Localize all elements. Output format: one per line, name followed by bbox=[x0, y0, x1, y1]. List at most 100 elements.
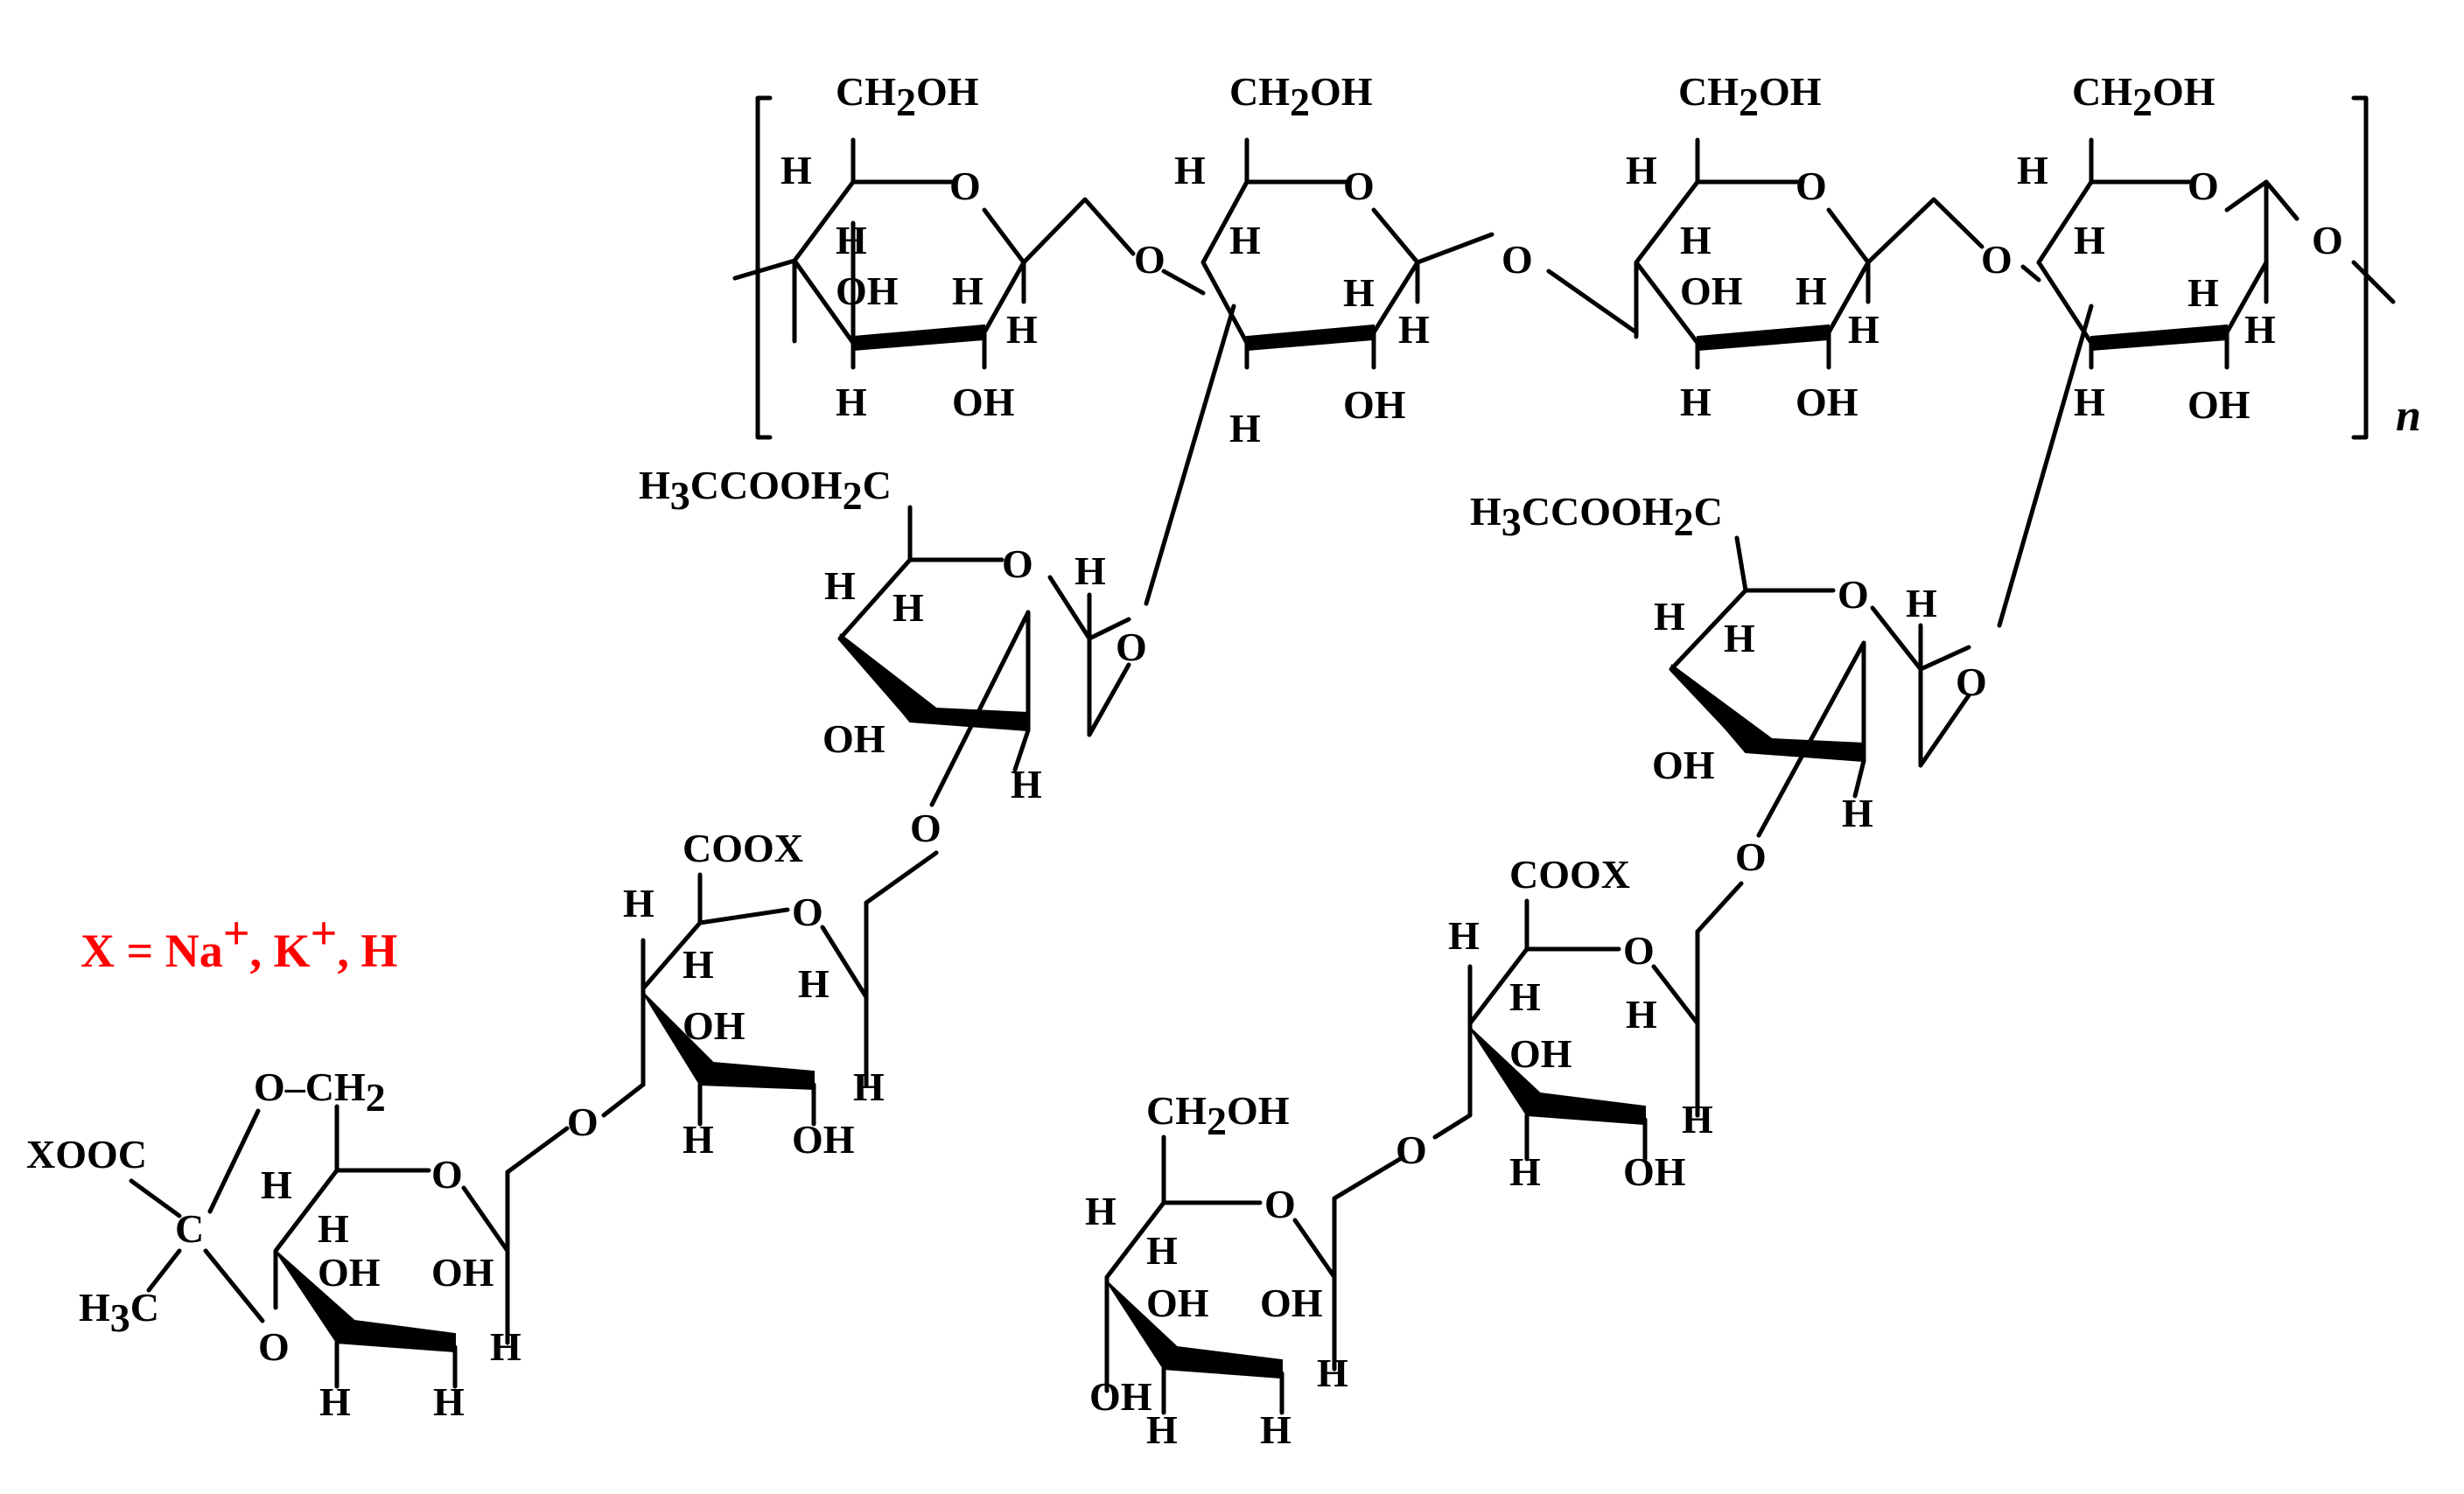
ring-hydrogen: H bbox=[1229, 406, 1261, 450]
ring-hydrogen: H bbox=[1680, 218, 1712, 262]
glycosidic-oxygen: O bbox=[1134, 237, 1166, 282]
ch2oh-label-3: CH2OH bbox=[1678, 69, 1822, 124]
ring-hydroxyl: OH bbox=[1680, 269, 1743, 313]
ring-hydrogen: H bbox=[1626, 148, 1657, 192]
ring-hydroxyl: OH bbox=[1089, 1374, 1152, 1419]
glycosidic-bond bbox=[1332, 1156, 1403, 1201]
carboxylate-label-2: COOX bbox=[1509, 852, 1630, 897]
ketal-oxygen: O bbox=[258, 1324, 290, 1369]
acetyl-group-label-2: H3CCOOH2C bbox=[1470, 489, 1723, 544]
backbone-ring-4 bbox=[2036, 137, 2396, 370]
ring-hydrogen: H bbox=[1654, 594, 1685, 639]
ring-hydrogen: H bbox=[798, 961, 830, 1006]
side-ring-glucuronate-1 bbox=[601, 872, 869, 1127]
glycosidic-bond bbox=[1021, 197, 1136, 265]
ch2oh-label-5: CH2OH bbox=[1146, 1088, 1290, 1143]
ring-hydroxyl: OH bbox=[792, 1117, 855, 1162]
ketal-och2-label: O–CH2 bbox=[254, 1065, 386, 1120]
ring-hydrogen: H bbox=[1842, 791, 1873, 835]
ring-hydrogen: H bbox=[824, 563, 856, 608]
repeat-count-label: n bbox=[2396, 391, 2421, 441]
ring-hydrogen: H bbox=[682, 1117, 714, 1162]
ring-hydroxyl: OH bbox=[952, 380, 1015, 424]
ring-hydrogen: H bbox=[1146, 1407, 1178, 1452]
glycosidic-bond bbox=[864, 850, 939, 905]
glycosidic-oxygen: O bbox=[1502, 237, 1533, 282]
ring-oxygen: O bbox=[431, 1152, 463, 1197]
repeat-bracket-left bbox=[755, 95, 773, 440]
glycosidic-bond bbox=[1866, 197, 2041, 283]
ring-hydrogen: H bbox=[2074, 380, 2105, 424]
ring-hydroxyl: OH bbox=[1146, 1281, 1209, 1325]
side-ring-glucuronate-2 bbox=[1432, 898, 1700, 1162]
ring-hydrogen: H bbox=[1448, 913, 1480, 958]
backbone-ring-3 bbox=[1634, 137, 1871, 370]
ring-hydrogen: H bbox=[2017, 148, 2048, 192]
ring-oxygen: O bbox=[792, 890, 823, 934]
glycosidic-oxygen: O bbox=[1981, 237, 2012, 282]
ring-hydroxyl: OH bbox=[1623, 1149, 1686, 1194]
ring-hydrogen: H bbox=[836, 218, 867, 262]
ring-hydrogen: H bbox=[319, 1379, 351, 1424]
ring-hydroxyl: OH bbox=[836, 269, 899, 313]
ring-oxygen: O bbox=[1796, 164, 1827, 208]
ring-hydroxyl: OH bbox=[1343, 382, 1406, 427]
branch-bond bbox=[1144, 304, 1236, 606]
ring-hydrogen: H bbox=[2244, 307, 2276, 352]
glycosidic-bond bbox=[1161, 269, 1206, 296]
ring-oxygen: O bbox=[949, 164, 981, 208]
ring-hydrogen: H bbox=[1229, 218, 1261, 262]
ring-oxygen: O bbox=[1002, 541, 1033, 586]
glycosidic-oxygen: O bbox=[1735, 834, 1767, 879]
branch-bond bbox=[1997, 304, 2094, 628]
ring-hydrogen: H bbox=[1260, 1407, 1292, 1452]
ring-hydrogen: H bbox=[1906, 581, 1937, 625]
ring-hydroxyl: OH bbox=[2188, 382, 2250, 427]
ring-hydrogen: H bbox=[1626, 992, 1657, 1037]
ring-hydrogen: H bbox=[952, 269, 984, 313]
ring-oxygen: O bbox=[1838, 572, 1869, 617]
ring-hydrogen: H bbox=[1680, 380, 1712, 424]
glycosidic-oxygen: O bbox=[1956, 660, 1987, 704]
ring-hydroxyl: OH bbox=[1260, 1281, 1323, 1325]
ring-hydrogen: H bbox=[490, 1324, 522, 1369]
glycosidic-bond bbox=[1695, 881, 1744, 934]
substituent-legend: X = Na+, K+, H bbox=[80, 907, 397, 977]
side-ring-terminal-glucose bbox=[1104, 1134, 1337, 1415]
ring-oxygen: O bbox=[2188, 164, 2219, 208]
ring-hydrogen: H bbox=[1509, 974, 1541, 1019]
ring-hydrogen: H bbox=[1509, 1149, 1541, 1194]
glycosidic-oxygen: O bbox=[1116, 625, 1147, 669]
ch2oh-label-1: CH2OH bbox=[836, 69, 979, 124]
ring-hydrogen: H bbox=[1848, 307, 1880, 352]
ring-hydrogen: H bbox=[892, 585, 924, 630]
ring-hydrogen: H bbox=[1682, 1097, 1713, 1141]
ketal-carbon: C bbox=[175, 1206, 204, 1251]
ring-hydrogen: H bbox=[433, 1379, 465, 1424]
side-ring-pyruvate bbox=[129, 1104, 510, 1389]
ring-hydrogen: H bbox=[2074, 218, 2105, 262]
ring-oxygen: O bbox=[1343, 164, 1375, 208]
xooc-label: XOOC bbox=[26, 1132, 147, 1176]
glycosidic-oxygen: O bbox=[567, 1100, 598, 1144]
ring-hydrogen: H bbox=[1146, 1228, 1178, 1273]
ring-hydrogen: H bbox=[1343, 270, 1375, 315]
branch-bond bbox=[929, 610, 1031, 807]
glycosidic-bond bbox=[1415, 232, 1639, 335]
ring-hydroxyl: OH bbox=[682, 1003, 746, 1048]
ring-hydroxyl: OH bbox=[1509, 1031, 1572, 1076]
ring-hydrogen: H bbox=[623, 881, 654, 925]
ring-hydrogen: H bbox=[2188, 270, 2219, 315]
glycosidic-oxygen: O bbox=[910, 806, 942, 850]
ring-hydroxyl: OH bbox=[1796, 380, 1858, 424]
ring-hydrogen: H bbox=[1074, 548, 1106, 593]
ring-hydrogen: H bbox=[1174, 148, 1206, 192]
ch2oh-label-4: CH2OH bbox=[2072, 69, 2216, 124]
side-ring-acetyl-1 bbox=[837, 505, 1131, 772]
ring-hydrogen: H bbox=[836, 380, 867, 424]
ring-hydroxyl: OH bbox=[1652, 743, 1715, 787]
ring-hydrogen: H bbox=[1085, 1189, 1116, 1233]
ring-hydrogen: H bbox=[1317, 1351, 1348, 1395]
ring-hydrogen: H bbox=[682, 942, 714, 987]
